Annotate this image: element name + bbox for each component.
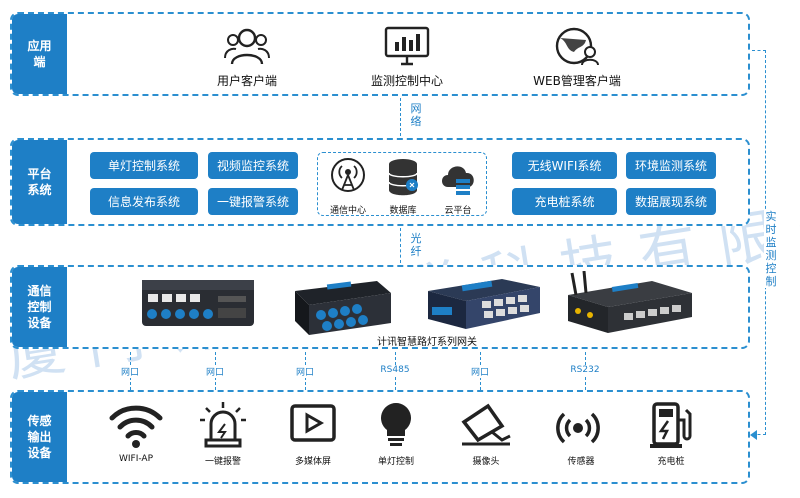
interface-label: RS485 xyxy=(375,365,415,375)
io-item-label: 单灯控制 xyxy=(377,457,414,467)
layer-application: 应用端 用户客户端 监测控制中心 WEB管理客户端 xyxy=(10,12,750,96)
camera-icon xyxy=(461,403,511,446)
info-release-system: 信息发布系统 xyxy=(90,188,198,215)
interface-label: 网口 xyxy=(195,365,235,378)
io-item-label: 传感器 xyxy=(567,457,595,467)
bulb-icon xyxy=(381,403,411,446)
layer-communication: 通信控制设备 xyxy=(10,265,750,349)
database-icon xyxy=(388,159,418,196)
charging-pile-system: 充电桩系统 xyxy=(512,188,617,215)
alarm-icon xyxy=(200,402,246,448)
users-icon xyxy=(224,28,270,65)
monitor-chart-icon xyxy=(384,26,430,66)
gateway-series-label: 计讯智慧路灯系列网关 xyxy=(377,337,477,348)
sensor-icon xyxy=(556,412,600,444)
user-client: 用户客户端 xyxy=(177,26,317,89)
center-item-label: 数据库 xyxy=(389,206,417,216)
database: 数据库 xyxy=(377,157,429,216)
center-item-label: 通信中心 xyxy=(329,206,366,216)
io-item-label: 一键报警 xyxy=(204,457,241,467)
wifi-system: 无线WIFI系统 xyxy=(512,152,617,179)
cloud-icon xyxy=(442,166,474,195)
media-screen-icon xyxy=(290,404,336,442)
io-item-media-screen: 多媒体屏 xyxy=(274,400,352,467)
io-item-label: WIFI-AP xyxy=(118,454,154,464)
single-lamp-control-system: 单灯控制系统 xyxy=(90,152,198,179)
layer-label: 平台系统 xyxy=(12,140,67,224)
io-item-label: 充电桩 xyxy=(657,457,685,467)
io-item-single-lamp: 单灯控制 xyxy=(357,400,435,467)
platform-core: 通信中心 数据库 云平台 xyxy=(317,152,487,216)
fiber-link-line xyxy=(400,228,401,263)
interface-label: 网口 xyxy=(285,365,325,378)
gateway-device-4 xyxy=(568,271,692,333)
interface-label: 网口 xyxy=(460,365,500,378)
side-label: 实时监测控制 xyxy=(764,210,778,288)
environment-monitor-system: 环境监测系统 xyxy=(626,152,716,179)
wifi-icon xyxy=(109,405,163,448)
io-item-sensor: 传感器 xyxy=(542,400,620,467)
center-item-label: 云平台 xyxy=(444,206,472,216)
video-monitor-system: 视频监控系统 xyxy=(208,152,298,179)
app-item-label: 用户客户端 xyxy=(216,74,277,88)
cloud-platform: 云平台 xyxy=(432,157,484,216)
monitor-center: 监测控制中心 xyxy=(337,26,477,89)
charging-pile-icon xyxy=(650,402,692,448)
layer-label: 传感输出设备 xyxy=(12,392,67,482)
antenna-icon xyxy=(331,158,365,192)
fiber-link-label: 光纤 xyxy=(410,232,422,258)
io-item-camera: 摄像头 xyxy=(447,400,525,467)
interface-label: 网口 xyxy=(110,365,150,378)
gateway-device-2 xyxy=(295,281,391,335)
io-item-charging-pile: 充电桩 xyxy=(632,400,710,467)
io-item-label: 摄像头 xyxy=(472,457,500,467)
web-client: WEB管理客户端 xyxy=(507,26,647,89)
gateway-device-1 xyxy=(142,280,254,326)
layer-sensing-output: 传感输出设备 WIFI-AP 一键报警 多媒体屏 单灯控 xyxy=(10,390,750,484)
layer-label: 通信控制设备 xyxy=(12,267,67,347)
app-item-label: WEB管理客户端 xyxy=(533,74,621,88)
io-item-alarm: 一键报警 xyxy=(184,400,262,467)
network-link-label: 网络 xyxy=(410,102,422,128)
globe-user-icon xyxy=(555,27,599,66)
comm-center: 通信中心 xyxy=(322,157,374,216)
interface-label: RS232 xyxy=(565,365,605,375)
one-key-alarm-system: 一键报警系统 xyxy=(208,188,298,215)
io-item-label: 多媒体屏 xyxy=(294,457,331,467)
layer-platform: 平台系统 单灯控制系统 视频监控系统 信息发布系统 一键报警系统 通信中心 数据… xyxy=(10,138,750,226)
layer-label: 应用端 xyxy=(12,14,67,94)
gateway-device-3 xyxy=(428,279,540,329)
arrow-head-icon xyxy=(750,430,757,440)
network-link-line xyxy=(400,98,401,136)
io-item-wifi-ap: WIFI-AP xyxy=(97,400,175,464)
app-item-label: 监测控制中心 xyxy=(370,74,443,88)
data-display-system: 数据展现系统 xyxy=(626,188,716,215)
